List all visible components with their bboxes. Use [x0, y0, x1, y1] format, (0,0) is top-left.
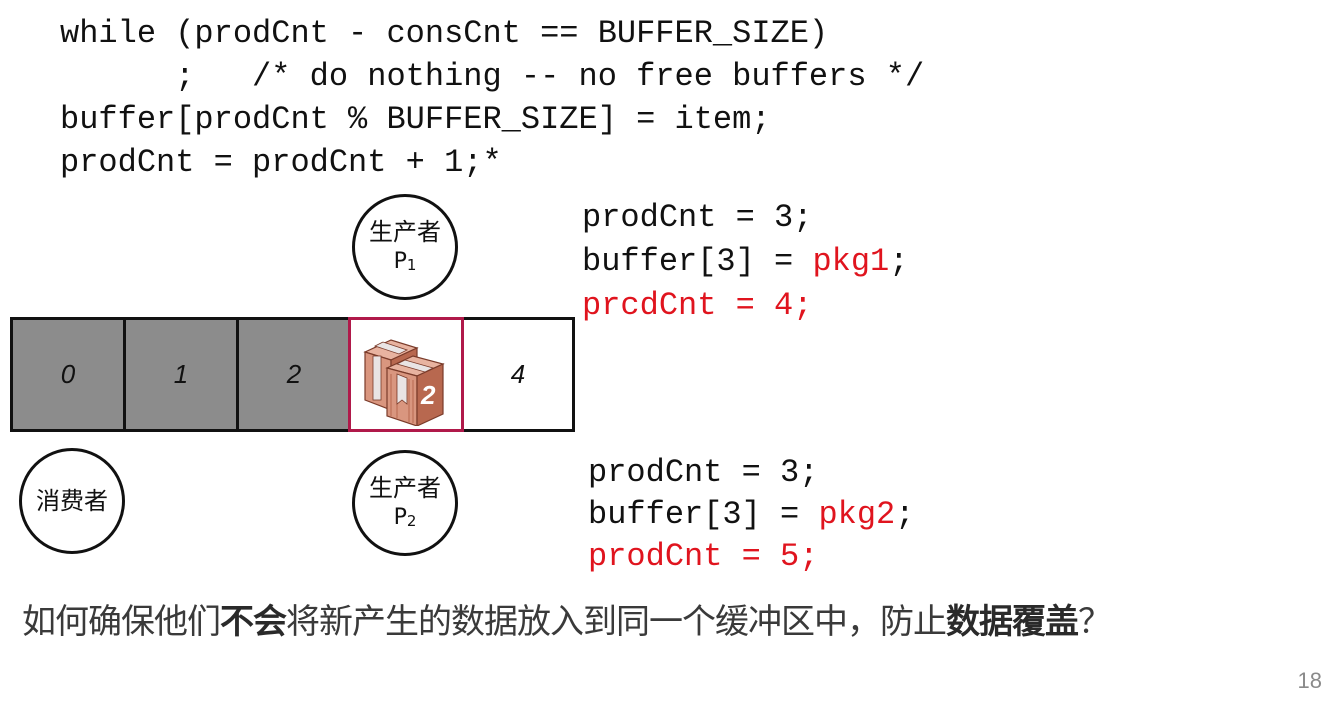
- code-line: buffer[prodCnt % BUFFER_SIZE] = item;: [60, 101, 771, 138]
- question-text: 如何确保他们不会将新产生的数据放入到同一个缓冲区中，防止数据覆盖？: [22, 602, 1112, 642]
- buffer-slot-3-collision: 1 2: [348, 317, 464, 432]
- producer-id: P1: [393, 248, 417, 274]
- code-line: prodCnt = prodCnt + 1;*: [60, 144, 502, 181]
- consumer-node: 消费者: [19, 448, 125, 554]
- code-line: buffer[3] = pkg2;: [588, 496, 915, 533]
- page-number: 18: [1297, 668, 1322, 693]
- buffer-array: 0 1 2 1 2: [10, 317, 575, 432]
- pkg-value: pkg2: [818, 496, 896, 533]
- code-block-p2: prodCnt = 3; buffer[3] = pkg2; prodCnt = 5…: [588, 452, 914, 578]
- code-line: ; /* do nothing -- no free buffers */: [60, 58, 925, 95]
- code-line: prodCnt = 3;: [582, 199, 813, 236]
- package-boxes-icon: 1 2: [363, 339, 445, 426]
- producer-id: P2: [393, 504, 417, 530]
- producer-label: 生产者: [369, 473, 441, 502]
- code-line-highlight: prcdCnt = 4;: [582, 287, 813, 324]
- pkg-value: pkg1: [812, 243, 890, 280]
- code-line: buffer[3] = pkg1;: [582, 243, 909, 280]
- svg-text:2: 2: [420, 380, 436, 410]
- buffer-slot-1: 1: [123, 317, 239, 432]
- buffer-slot-4: 4: [461, 317, 575, 432]
- code-line-highlight: prodCnt = 5;: [588, 538, 819, 575]
- producer-p2-node: 生产者 P2: [352, 450, 458, 556]
- code-line: while (prodCnt - consCnt == BUFFER_SIZE): [60, 15, 829, 52]
- buffer-slot-2: 2: [236, 317, 352, 432]
- code-line: prodCnt = 3;: [588, 454, 819, 491]
- buffer-slot-0: 0: [10, 317, 126, 432]
- code-block-p1: prodCnt = 3; buffer[3] = pkg1; prcdCnt = 4…: [582, 196, 908, 328]
- producer-label: 生产者: [369, 217, 441, 246]
- producer-p1-node: 生产者 P1: [352, 194, 458, 300]
- code-block-top: while (prodCnt - consCnt == BUFFER_SIZE)…: [60, 12, 924, 184]
- consumer-label: 消费者: [36, 487, 108, 515]
- package-2-icon: 2: [385, 355, 445, 426]
